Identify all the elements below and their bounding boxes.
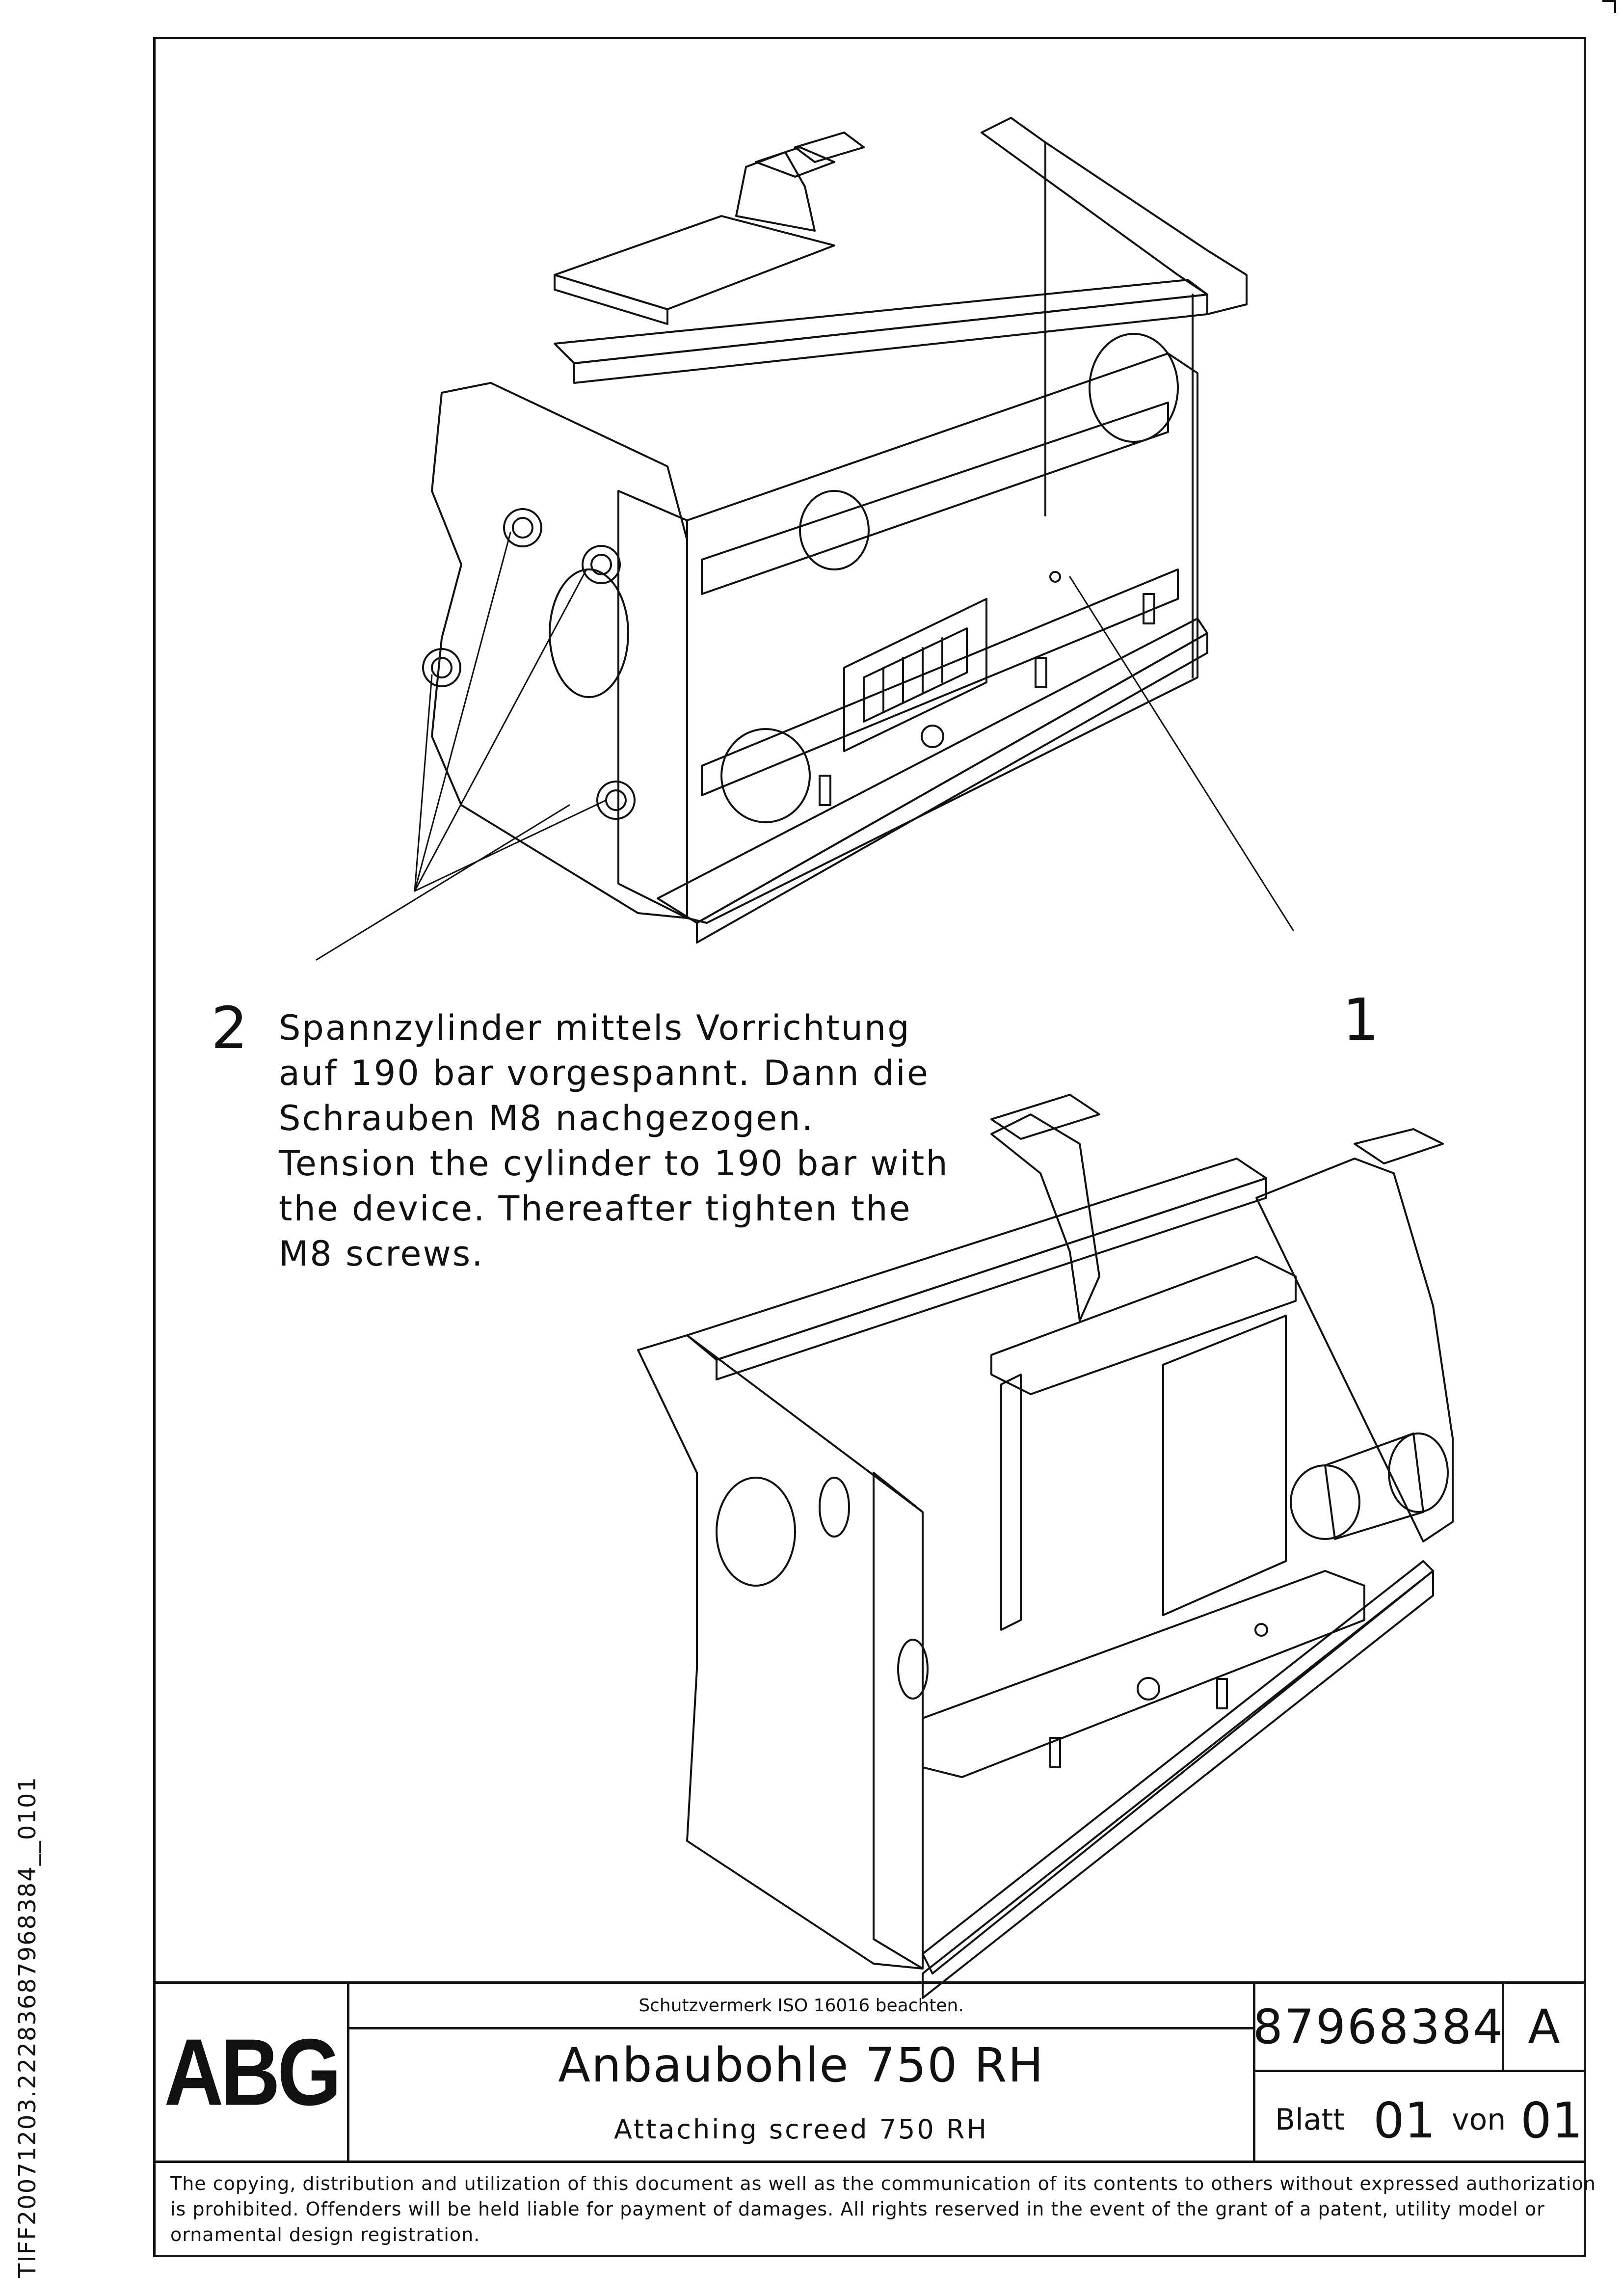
sheet-label: Blatt: [1275, 2103, 1345, 2137]
drawing-number: 87968384: [1253, 1981, 1504, 2072]
drawing-title-en: Attaching screed 750 RH: [613, 2114, 989, 2145]
legal-line: The copying, distribution and utilizatio…: [170, 2173, 1596, 2194]
drawing-title-de: Anbaubohle 750 RH: [558, 2038, 1044, 2093]
title-cell: Schutzvermerk ISO 16016 beachten. Anbaub…: [347, 1981, 1255, 2163]
callout-1: 1: [1342, 986, 1380, 1053]
note-line: M8 screws.: [279, 1234, 484, 1274]
note-line: auf 190 bar vorgespannt. Dann die: [279, 1053, 930, 1093]
assembly-note: Spannzylinder mittels Vorrichtung auf 19…: [279, 1005, 949, 1276]
revision: A: [1502, 1981, 1586, 2072]
upper-screed-assembly: [422, 117, 1248, 944]
of-label: von: [1452, 2103, 1506, 2137]
legal-notice: The copying, distribution and utilizatio…: [153, 2161, 1596, 2257]
note-line: Schrauben M8 nachgezogen.: [279, 1098, 814, 1138]
total-sheets: 01: [1520, 2092, 1583, 2149]
callout-2: 2: [211, 994, 248, 1062]
logo-cell: ABG: [153, 1981, 349, 2163]
sheet-cell: Blatt 01 von 01: [1253, 2070, 1586, 2163]
legal-line: ornamental design registration.: [170, 2224, 480, 2245]
protection-notice: Schutzvermerk ISO 16016 beachten.: [349, 1984, 1253, 2029]
company-logo: ABG: [164, 2019, 341, 2125]
note-line: the device. Thereafter tighten the: [279, 1189, 912, 1229]
legal-line: is prohibited. Offenders will be held li…: [170, 2198, 1545, 2220]
corner-mark: [1602, 0, 1616, 13]
lower-screed-assembly: [637, 1094, 1454, 1999]
note-line: Tension the cylinder to 190 bar with: [279, 1143, 949, 1184]
note-line: Spannzylinder mittels Vorrichtung: [279, 1008, 911, 1048]
sheet-number: 01: [1373, 2092, 1436, 2149]
leader-lines: [316, 532, 1294, 961]
